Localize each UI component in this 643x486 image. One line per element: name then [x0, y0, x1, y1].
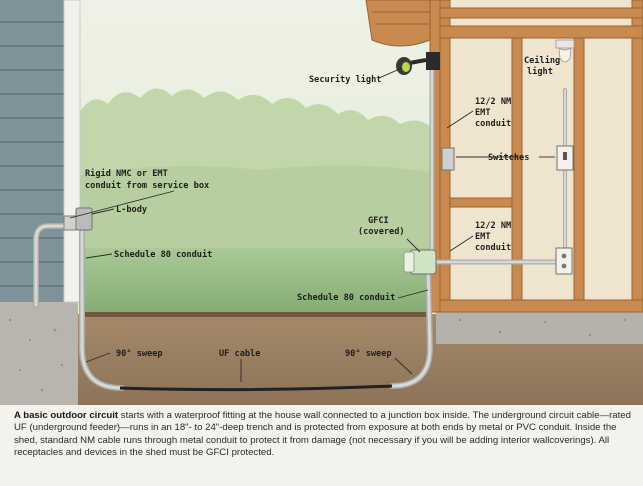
- label-rigid-line2: conduit from service box: [85, 180, 209, 191]
- label-uf-cable: UF cable: [219, 349, 260, 359]
- house-junction: [63, 215, 77, 231]
- label-schedule80-left: Schedule 80 conduit: [114, 249, 212, 260]
- uf-cable: [119, 384, 393, 392]
- label-gfci-line1: GFCI: [368, 216, 389, 226]
- label-emt-low-line3: conduit: [475, 242, 511, 253]
- shed-foundation-speckle: [458, 318, 626, 337]
- label-sweep-right: 90° sweep: [345, 349, 392, 359]
- receptacle-outlet-top: [561, 253, 567, 259]
- shed-interior: [440, 0, 643, 312]
- conduit-box: [441, 147, 455, 171]
- label-emt-top-line2: EMT: [475, 108, 491, 118]
- foundation-speckle: [8, 318, 64, 392]
- rafter-lines: [372, 11, 430, 25]
- shed-foundation: [436, 310, 643, 344]
- receptacle: [555, 247, 573, 275]
- gfci-cover: [403, 251, 415, 273]
- label-emt-low-line1: 12/2 NM: [475, 221, 511, 231]
- caption-body: starts with a waterproof fitting at the …: [14, 410, 631, 459]
- leader-lines: [69, 67, 555, 382]
- label-security-light: Security light: [309, 74, 381, 85]
- house-trim: [63, 0, 81, 303]
- label-sweep-left: 90° sweep: [116, 349, 163, 359]
- rafter-tail: [365, 0, 431, 47]
- outdoor-circuit-illustration: Security light Ceiling light 12/2 NM EMT…: [0, 0, 643, 405]
- label-gfci-line2: (covered): [358, 227, 405, 237]
- ceiling-light: [555, 39, 575, 63]
- switch-toggle: [563, 152, 567, 160]
- caption-lead: A basic outdoor circuit: [14, 410, 119, 421]
- l-body-fitting: [75, 207, 93, 231]
- foliage-shade: [80, 165, 430, 250]
- label-l-body: L-body: [116, 205, 147, 215]
- label-schedule80-right: Schedule 80 conduit: [297, 292, 395, 303]
- label-emt-top-line3: conduit: [475, 118, 511, 129]
- siding-lines: [0, 21, 66, 287]
- label-emt-low-line2: EMT: [475, 232, 491, 242]
- label-rigid-line1: Rigid NMC or EMT: [85, 168, 168, 179]
- lawn: [80, 248, 432, 316]
- label-ceiling-light-line1: Ceiling: [524, 55, 560, 66]
- label-switches: Switches: [488, 152, 529, 163]
- security-light: [396, 52, 440, 75]
- receptacle-outlet-bottom: [561, 263, 567, 269]
- house-foundation: [0, 300, 78, 405]
- figure-caption: A basic outdoor circuit starts with a wa…: [14, 410, 636, 460]
- conduit-left: [33, 223, 125, 391]
- ground-surface-edge: [80, 312, 432, 317]
- label-ceiling-light-line2: light: [527, 66, 553, 77]
- label-emt-top-line1: 12/2 NM: [475, 97, 511, 107]
